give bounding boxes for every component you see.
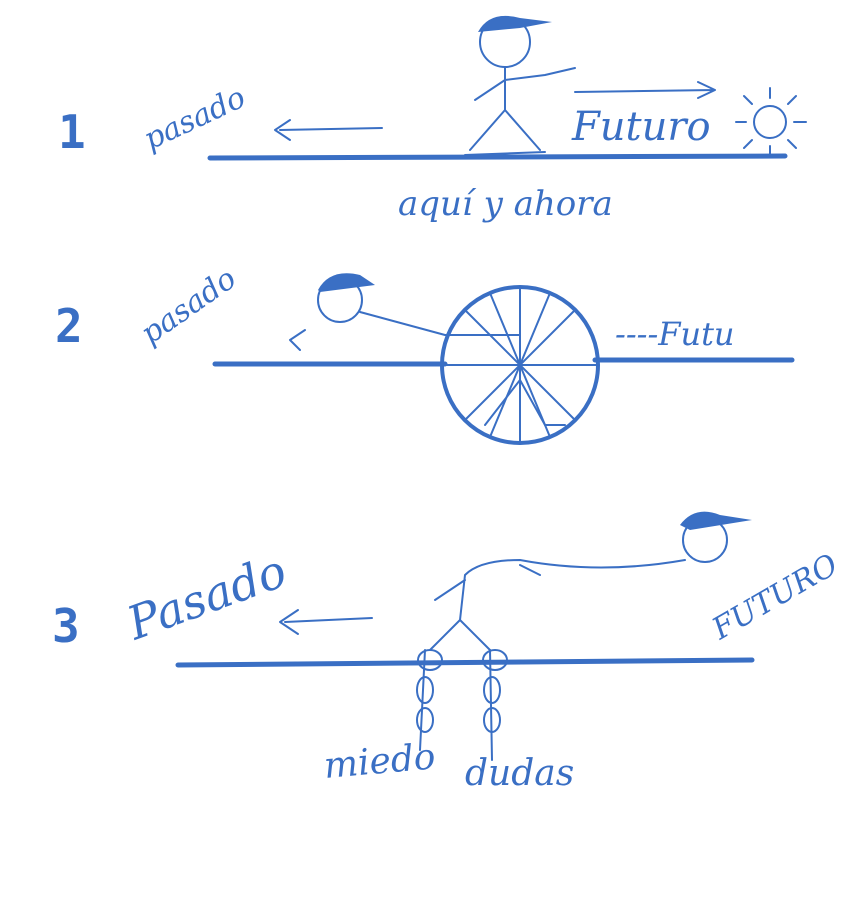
arrow-right-icon [574,81,716,99]
stick-figure-walking [464,15,576,156]
chains [416,649,508,761]
stick-figure-looking-back [289,273,521,351]
arrow-left-icon [274,119,383,141]
panel-number: 3 [52,599,80,653]
panel-number: 2 [55,299,83,353]
past-label: Pasado [119,543,293,650]
panel-2: 2 pasado ----Futu [55,261,795,445]
past-label: pasado [139,80,251,157]
chain-label-fear: miedo [322,736,437,787]
future-label: FUTURO [706,547,844,647]
panel-1: 1 pasado Futuro aquí y ahora [58,15,807,224]
stick-figure-stretching [429,511,752,651]
future-label: Futuro [571,104,711,150]
panel-number: 1 [58,105,86,159]
arrow-left-icon [279,609,373,635]
panel-3: 3 Pasado FUTURO miedo dudas [52,511,844,794]
clock-wheel [440,285,600,445]
past-label: pasado [135,261,243,351]
future-label: ----Futu [615,315,735,353]
timeline [207,153,788,161]
sun-icon [735,87,807,157]
chain-label-doubts: dudas [465,753,574,794]
caption-here-and-now: aquí y ahora [398,184,613,224]
timeline [175,657,755,668]
